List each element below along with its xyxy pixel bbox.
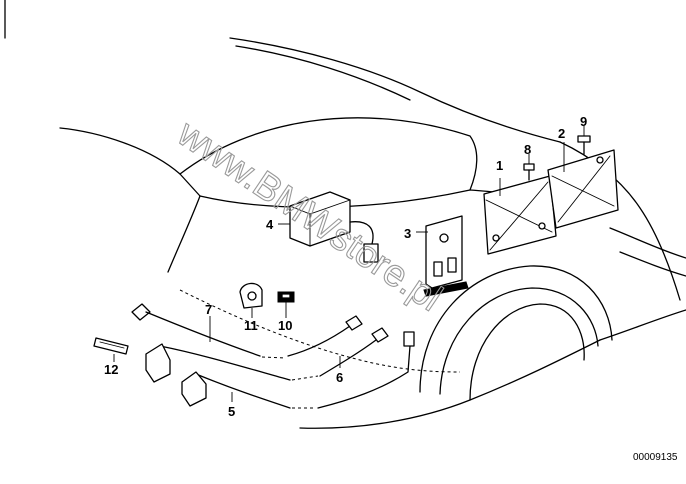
callout-9: 9 bbox=[580, 114, 587, 129]
part-10-clip bbox=[277, 291, 295, 303]
part-8-bolt bbox=[523, 163, 535, 181]
callout-8: 8 bbox=[524, 142, 531, 157]
part-1-mounting-plate bbox=[483, 175, 557, 255]
callout-2: 2 bbox=[558, 126, 565, 141]
part-4-control-module bbox=[289, 191, 379, 263]
callout-numbers: 1 2 3 4 5 6 7 8 9 10 11 12 bbox=[104, 114, 587, 419]
part-12-clip bbox=[93, 337, 129, 355]
callout-5: 5 bbox=[228, 404, 235, 419]
callout-11: 11 bbox=[244, 318, 258, 333]
callout-3: 3 bbox=[404, 226, 411, 241]
part-2-mounting-frame bbox=[547, 149, 619, 229]
callout-7: 7 bbox=[205, 302, 212, 317]
callout-4: 4 bbox=[266, 217, 274, 232]
part-11-holder bbox=[239, 282, 263, 309]
callout-12: 12 bbox=[104, 362, 118, 377]
callout-1: 1 bbox=[496, 158, 503, 173]
part-7-cable bbox=[131, 303, 287, 359]
callout-6: 6 bbox=[336, 370, 343, 385]
callout-10: 10 bbox=[278, 318, 292, 333]
part-9-screw bbox=[577, 135, 591, 155]
reference-code: 00009135 bbox=[633, 452, 678, 463]
part-6-cable bbox=[159, 315, 389, 381]
part-3-bracket bbox=[423, 215, 469, 297]
part-5-cable bbox=[145, 331, 415, 409]
leader-lines bbox=[113, 126, 585, 402]
watermark-text: www.BMWstore.pl bbox=[169, 112, 449, 320]
car-body-outline bbox=[4, 0, 686, 429]
